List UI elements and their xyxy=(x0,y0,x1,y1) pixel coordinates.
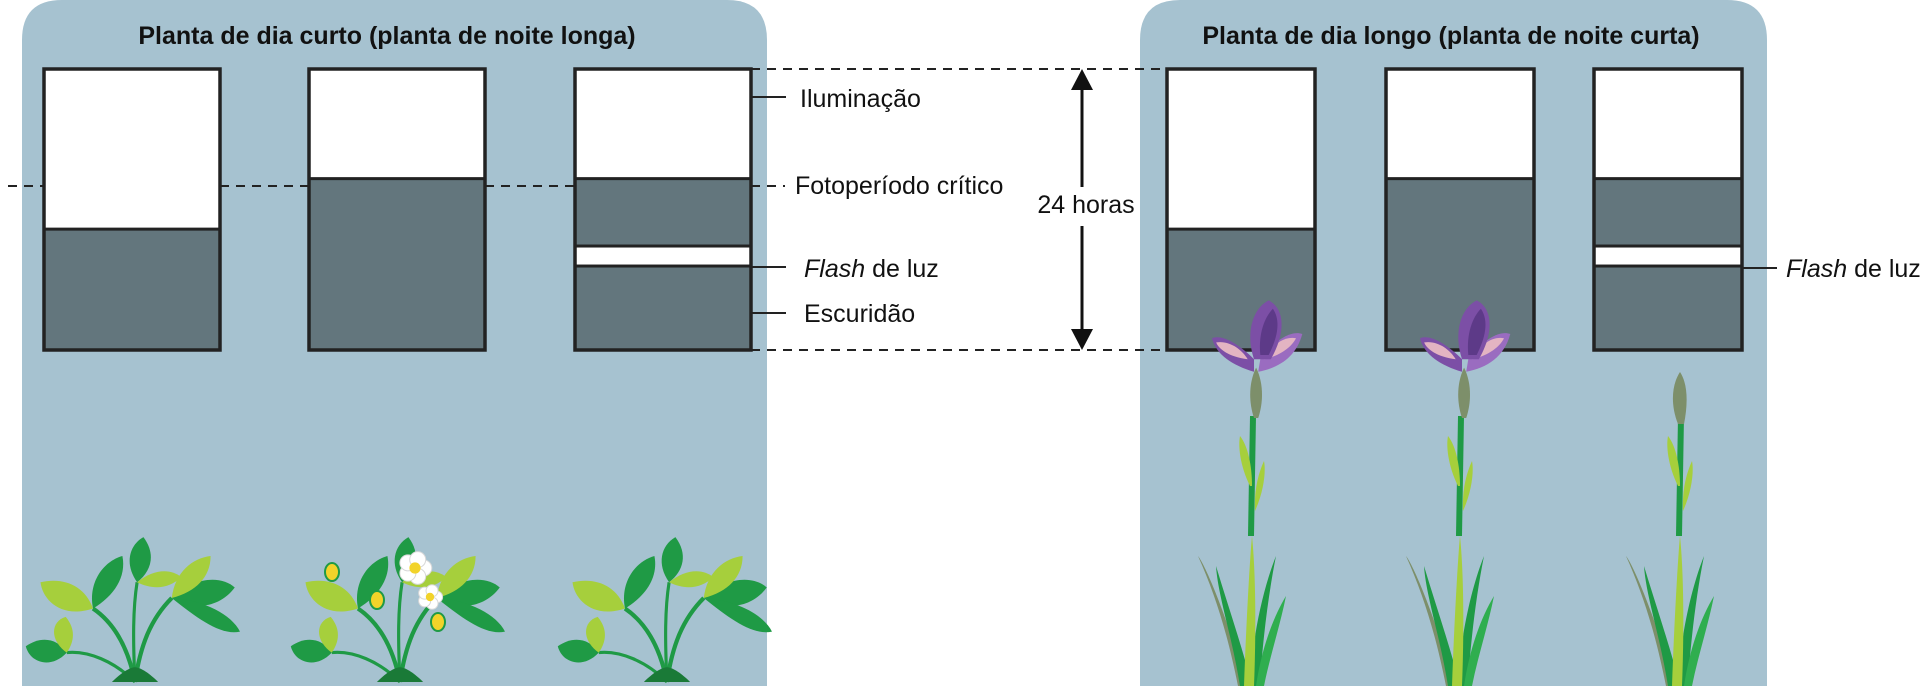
flower-center xyxy=(409,562,421,574)
short-day-bar-2 xyxy=(307,67,487,352)
label-24-hours: 24 horas xyxy=(1037,191,1134,219)
white-flower xyxy=(418,584,444,610)
arrow-head-up xyxy=(1071,69,1093,90)
light-period xyxy=(44,69,220,230)
dark-period xyxy=(309,178,485,350)
flash-word: Flash xyxy=(804,255,865,283)
bar-outline xyxy=(573,67,753,352)
short-day-plant-2 xyxy=(291,537,505,682)
flower-center xyxy=(425,592,435,602)
long-day-bar-2 xyxy=(1384,67,1536,352)
panel-title: Planta de dia curto (planta de noite lon… xyxy=(138,22,635,50)
dark-period xyxy=(1386,178,1534,350)
long-day-bar-3 xyxy=(1592,67,1744,352)
flash-word: Flash xyxy=(1786,255,1847,283)
light-period xyxy=(575,69,751,179)
short-day-bar-3 xyxy=(573,67,753,352)
flower-bud xyxy=(369,590,385,610)
flash-rest: de luz xyxy=(865,255,939,283)
white-flower xyxy=(399,551,433,585)
dark-period xyxy=(1167,229,1315,350)
label-flash-of-light: Flash de luz xyxy=(804,255,939,283)
arrow-head-down xyxy=(1071,329,1093,350)
flash-of-light xyxy=(1592,244,1744,268)
label-critical-photoperiod: Fotoperíodo crítico xyxy=(795,172,1003,200)
light-period xyxy=(1386,69,1534,179)
dark-period xyxy=(44,229,220,350)
label-darkness: Escuridão xyxy=(804,300,915,328)
bar-outline xyxy=(42,67,222,352)
light-period xyxy=(1167,69,1315,230)
label-illumination: Iluminação xyxy=(800,85,921,113)
panel-title: Planta de dia longo (planta de noite cur… xyxy=(1202,22,1699,50)
long-day-bar-1 xyxy=(1165,67,1317,352)
flower-bud xyxy=(430,612,446,632)
flash-of-light xyxy=(573,244,753,268)
bar-outline xyxy=(307,67,487,352)
short-day-bar-1 xyxy=(42,67,222,352)
label-flash-of-light-right: Flash de luz xyxy=(1786,255,1920,283)
bar-outline xyxy=(1592,67,1744,352)
flower-bud xyxy=(324,562,340,582)
light-period xyxy=(309,69,485,179)
flash-rest: de luz xyxy=(1847,255,1920,283)
light-period xyxy=(1594,69,1742,179)
